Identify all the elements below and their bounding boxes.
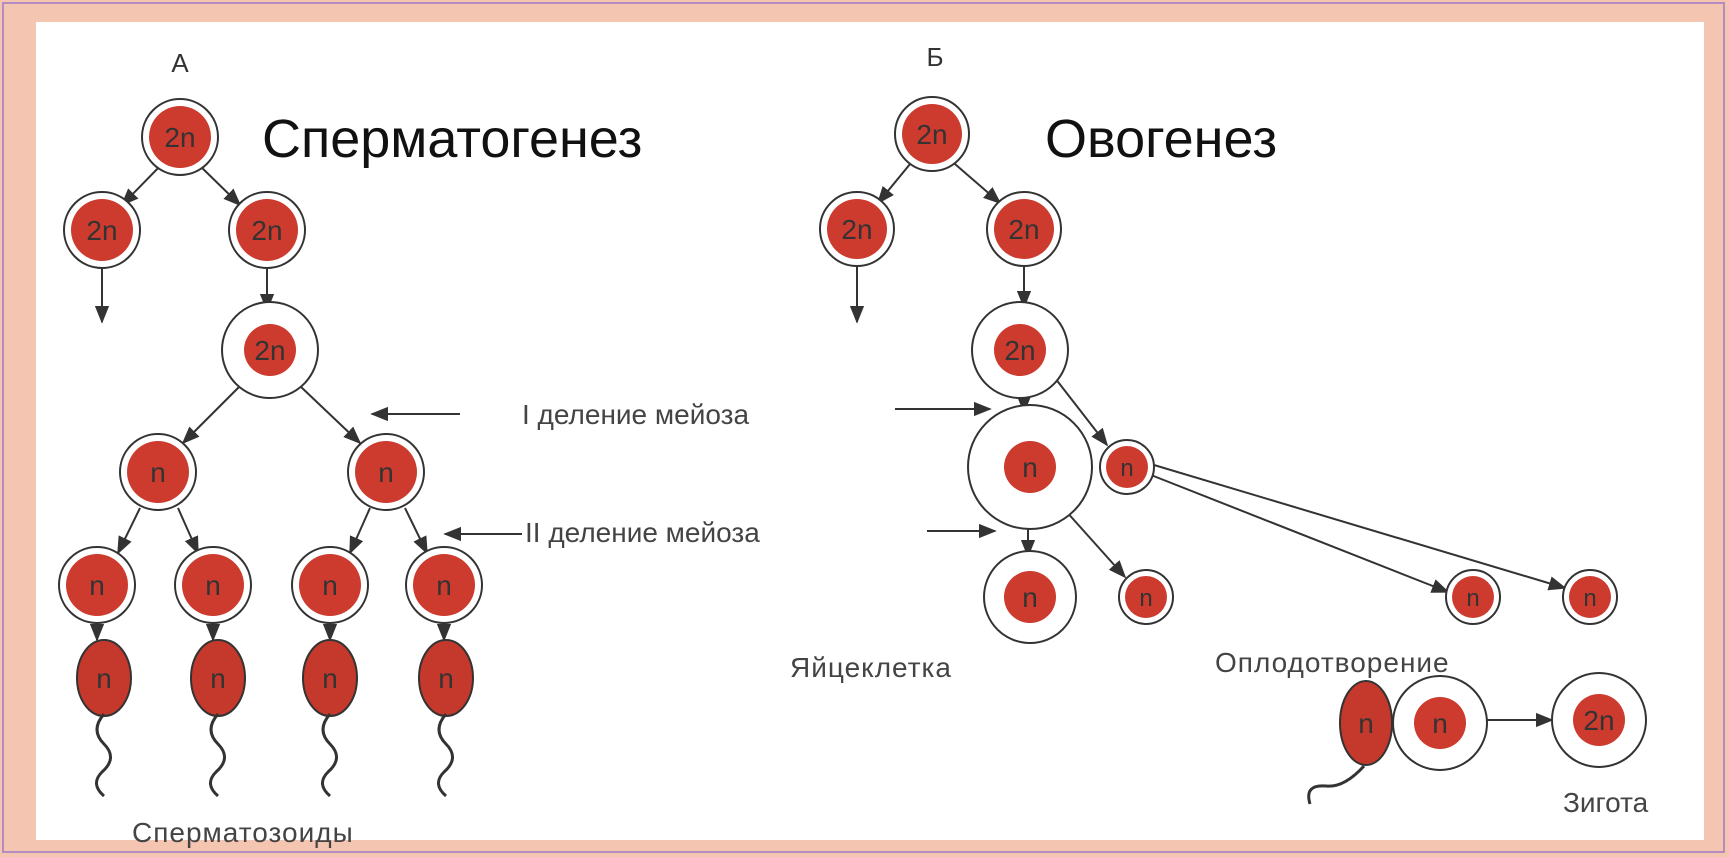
- spermatogonium-cell: 2n: [141, 98, 219, 176]
- ploidy-label: 2n: [1004, 335, 1035, 366]
- arrow-b1: [876, 157, 916, 205]
- arrow-a9: [349, 507, 371, 555]
- arrow-b2: [947, 157, 1002, 205]
- ploidy-label: 2n: [916, 119, 947, 150]
- meiosis-2-label: II деление мейоза: [525, 517, 760, 548]
- arrow-a10: [404, 507, 428, 555]
- ploidy-label: 2n: [1583, 705, 1614, 736]
- ploidy-label: 2n: [86, 215, 117, 246]
- ploidy-label: n: [89, 570, 105, 601]
- oogonium-cell: 2n: [986, 191, 1062, 267]
- arrow-b8: [1064, 509, 1127, 579]
- ploidy-label: n: [1583, 585, 1596, 612]
- secondary-oocyte-cell: n: [967, 404, 1093, 530]
- ploidy-label: n: [1432, 708, 1448, 739]
- ploidy-label: 2n: [841, 214, 872, 245]
- arrow-a7: [117, 507, 141, 555]
- ploidy-label: n: [436, 570, 452, 601]
- oogonium-cell: 2n: [894, 96, 970, 172]
- arrow-b10: [1153, 464, 1567, 591]
- arrow-a8: [177, 507, 199, 555]
- meiosis-labels: I деление мейоза II деление мейоза: [370, 399, 997, 548]
- arrow-a1: [120, 161, 165, 207]
- arrow-a5: [181, 385, 241, 445]
- egg-cell: n: [983, 550, 1077, 644]
- spermatogonium-cell: 2n: [228, 191, 306, 269]
- ploidy-label: 2n: [164, 122, 195, 153]
- ploidy-label: n: [1022, 452, 1038, 483]
- ploidy-label: n: [1120, 455, 1133, 482]
- ploidy-label: n: [438, 663, 454, 694]
- polar-body-cell: n: [1099, 439, 1155, 495]
- panel-a-letter: А: [171, 48, 189, 78]
- panel-b-letter: Б: [926, 42, 943, 72]
- panel-a-title: Сперматогенез: [262, 109, 642, 169]
- sperm-cell: n: [190, 639, 246, 798]
- ploidy-label: n: [210, 663, 226, 694]
- fertilizing-sperm: n: [1307, 680, 1393, 805]
- meiosis-1-label: I деление мейоза: [522, 399, 749, 430]
- spermatid-cell: n: [405, 546, 483, 624]
- sperm-cell: n: [76, 639, 132, 798]
- spermatogonium-cell: 2n: [63, 191, 141, 269]
- arrow-b9: [1150, 474, 1450, 593]
- sperm-cell: n: [418, 639, 474, 798]
- spermatid-cell: n: [58, 546, 136, 624]
- ploidy-label: n: [1022, 582, 1038, 613]
- oogonium-cell: 2n: [819, 191, 895, 267]
- ploidy-label: n: [205, 570, 221, 601]
- ploidy-label: n: [322, 663, 338, 694]
- spermatogenesis-arrows: [89, 161, 452, 642]
- egg-label: Яйцеклетка: [790, 652, 952, 683]
- spermatid-cell: n: [174, 546, 252, 624]
- spermatogenesis-panel: 2n 2n 2n 2n n n n: [58, 48, 642, 848]
- secondary-spermatocyte-cell: n: [347, 433, 425, 511]
- sperm-caption: Сперматозоиды: [132, 817, 354, 848]
- primary-spermatocyte-cell: 2n: [221, 301, 319, 399]
- oogenesis-panel: 2n 2n 2n 2n n n n: [790, 42, 1649, 818]
- sperm-cell: n: [302, 639, 358, 798]
- ploidy-label: n: [1466, 585, 1479, 612]
- ploidy-label: n: [1358, 708, 1374, 739]
- polar-body-cell: n: [1562, 569, 1618, 625]
- ploidy-label: n: [378, 457, 394, 488]
- panel-b-title: Овогенез: [1045, 109, 1277, 169]
- arrow-b6: [1054, 377, 1109, 447]
- fertilization-label: Оплодотворение: [1215, 647, 1450, 678]
- polar-body-cell: n: [1445, 569, 1501, 625]
- ploidy-label: n: [96, 663, 112, 694]
- arrow-a2: [195, 161, 242, 207]
- arrow-a6: [299, 385, 362, 445]
- spermatid-cell: n: [291, 546, 369, 624]
- fertilized-egg-cell: n: [1392, 675, 1488, 771]
- zygote-cell: 2n: [1551, 672, 1647, 768]
- polar-body-cell: n: [1118, 569, 1174, 625]
- ploidy-label: n: [322, 570, 338, 601]
- ploidy-label: 2n: [251, 215, 282, 246]
- ploidy-label: 2n: [254, 335, 285, 366]
- ploidy-label: n: [150, 457, 166, 488]
- zygote-label: Зигота: [1563, 787, 1649, 818]
- ploidy-label: 2n: [1008, 214, 1039, 245]
- ploidy-label: n: [1139, 585, 1152, 612]
- primary-oocyte-cell: 2n: [971, 301, 1069, 399]
- secondary-spermatocyte-cell: n: [119, 433, 197, 511]
